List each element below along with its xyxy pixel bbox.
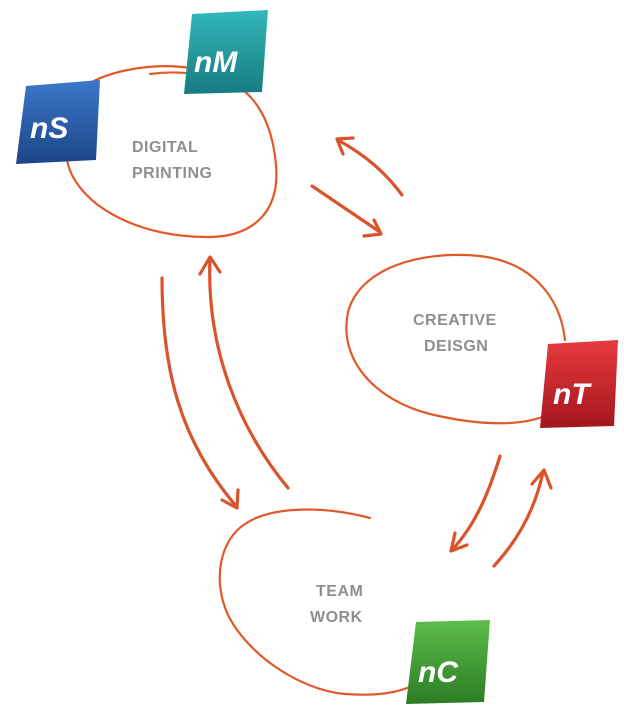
badge-ns-text: nS — [30, 112, 68, 145]
label-creative-design-line2: DEISGN — [424, 338, 488, 355]
label-team-work-line1: TEAM — [316, 583, 363, 600]
badge-nm-text: nM — [194, 46, 238, 79]
label-team-work-line2: WORK — [310, 609, 363, 626]
badge-nt: nT — [540, 340, 618, 428]
arrow-head-team-to-digital — [198, 255, 222, 276]
badge-ns: nS — [16, 80, 100, 164]
arrow-head-creative-to-team — [449, 531, 469, 553]
arrow-head-creative-to-digital — [335, 136, 355, 156]
label-digital-printing-line2: PRINTING — [132, 165, 212, 182]
arrow-head-digital-to-creative — [362, 218, 383, 238]
arrow-head-digital-to-team — [220, 488, 240, 510]
loop-creative-design — [345, 253, 567, 425]
badge-nt-text: nT — [553, 378, 592, 411]
arrow-creative-to-digital — [336, 138, 404, 197]
label-creative-design-line1: CREATIVE — [413, 312, 497, 329]
arrow-digital-to-creative — [310, 184, 382, 234]
arrow-team-to-creative — [492, 470, 545, 568]
label-digital-printing-line1: DIGITAL — [132, 139, 198, 156]
loop-team-work — [218, 508, 422, 696]
badge-nm: nM — [184, 10, 268, 94]
badge-nc: nC — [406, 620, 490, 704]
badge-nc-text: nC — [418, 656, 459, 689]
arrow-creative-to-team — [450, 454, 502, 552]
arrow-team-to-digital — [208, 256, 290, 490]
arrow-digital-to-team — [160, 276, 238, 508]
arrow-head-team-to-creative — [530, 468, 553, 490]
